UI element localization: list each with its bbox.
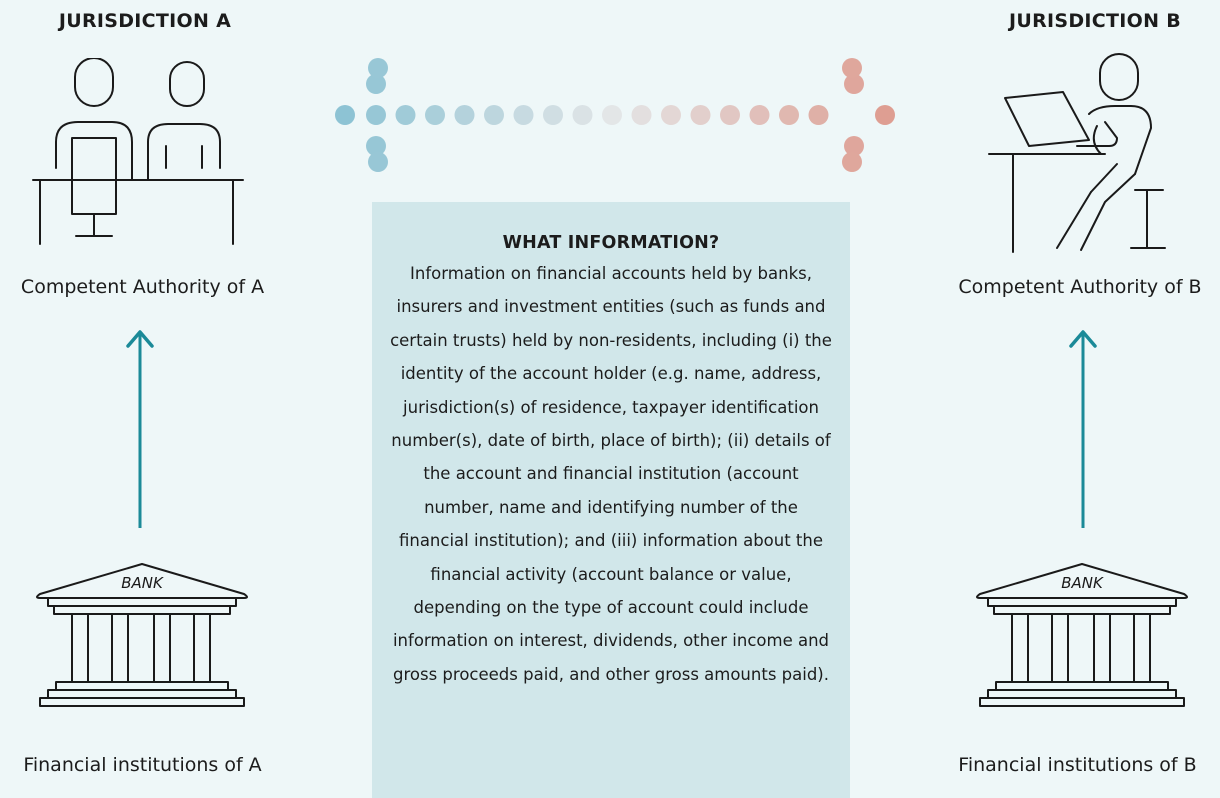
- arrow-dot: [720, 105, 740, 125]
- arrow-dot: [631, 105, 652, 125]
- arrow-dot: [779, 105, 799, 125]
- bank-label: BANK: [1061, 574, 1104, 592]
- financial-institutions-b-label: Financial institutions of B: [958, 754, 1197, 776]
- arrow-dot: [602, 105, 622, 125]
- up-arrow-icon: [1069, 330, 1097, 528]
- arrow-dot: [875, 105, 895, 125]
- arrow-dot: [842, 58, 862, 78]
- arrow-dot: [513, 105, 534, 125]
- arrow-dot: [543, 105, 563, 125]
- arrow-dot: [842, 152, 862, 172]
- information-panel: WHAT INFORMATION? Information on financi…: [372, 202, 850, 798]
- arrow-dot: [335, 105, 355, 125]
- arrow-dot: [366, 74, 386, 94]
- arrow-dot: [572, 105, 593, 125]
- arrow-dot: [484, 105, 504, 125]
- arrow-dot: [808, 105, 829, 125]
- arrow-dot: [844, 74, 864, 94]
- jurisdiction-b-heading: JURISDICTION B: [1008, 10, 1182, 32]
- arrow-dot: [844, 136, 864, 156]
- competent-authority-b-label: Competent Authority of B: [958, 276, 1202, 298]
- arrow-dot: [395, 105, 416, 125]
- jurisdiction-a-heading: JURISDICTION A: [58, 10, 232, 32]
- up-arrow-icon: [126, 330, 154, 528]
- arrow-dot: [366, 136, 386, 156]
- financial-institutions-a-label: Financial institutions of A: [23, 754, 262, 776]
- bank-building-icon: BANK: [976, 563, 1188, 707]
- info-title: WHAT INFORMATION?: [502, 233, 720, 253]
- bank-building-icon: BANK: [36, 563, 248, 707]
- arrow-dot: [368, 152, 388, 172]
- arrow-dot: [661, 105, 681, 125]
- arrow-dot: [690, 105, 711, 125]
- competent-authority-a-label: Competent Authority of A: [20, 276, 265, 298]
- arrow-dot: [749, 105, 770, 125]
- double-headed-dotted-arrow-icon: [335, 58, 895, 172]
- arrow-dot: [425, 105, 445, 125]
- officials-at-desk-icon: [32, 58, 244, 245]
- bank-label: BANK: [121, 574, 164, 592]
- arrow-dot: [368, 58, 388, 78]
- person-at-computer-icon: [988, 53, 1166, 253]
- arrow-dot: [366, 105, 386, 125]
- info-body: Information on financial accounts held b…: [390, 264, 832, 684]
- arrow-dot: [454, 105, 475, 125]
